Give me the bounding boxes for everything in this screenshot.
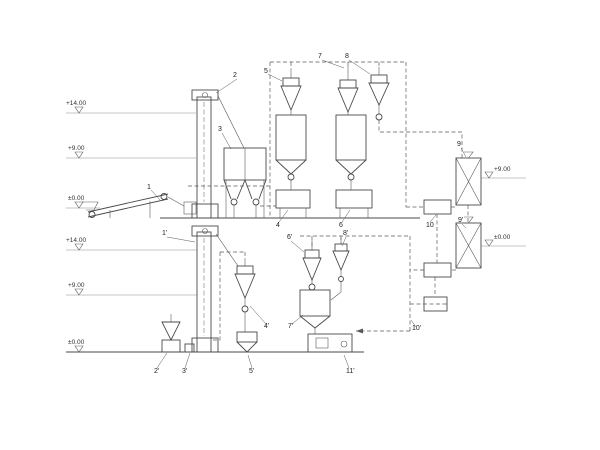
discharge-chute [217, 95, 245, 149]
elevator-inlet-hopper [183, 201, 197, 215]
cyclone [280, 85, 302, 112]
boot-inlet-3p [184, 343, 195, 353]
elevation-label: +9.00 [494, 166, 511, 173]
elevation-marker: +9.00 [68, 145, 85, 159]
label-equipment-5p: 5' [249, 368, 254, 375]
label-equipment-6p: 6' [287, 234, 292, 241]
cyclone [302, 257, 322, 282]
label-equipment-4: 4 [276, 222, 280, 229]
elevation-label: ±0.00 [68, 195, 85, 202]
label-equipment-5: 5 [264, 68, 268, 75]
elevation-label: +9.00 [68, 145, 85, 152]
head-pulley [202, 92, 208, 98]
label-equipment-8: 8 [345, 53, 349, 60]
head-pulley [202, 228, 208, 234]
elevation-label: ±0.00 [68, 339, 85, 346]
elevation-marker: ±0.00 [484, 234, 511, 247]
label-equipment-11p: 11' [346, 368, 355, 375]
mill [335, 189, 373, 209]
rotary-valve [241, 305, 249, 313]
elevation-marker: +9.00 [68, 282, 85, 296]
mill-train-middle [335, 66, 373, 218]
rotary-valve [338, 276, 344, 282]
label-equipment-4p: 4' [264, 323, 269, 330]
cyclone-8p [330, 238, 350, 301]
bin-7p [299, 289, 331, 334]
elevation-label: +9.00 [68, 282, 85, 289]
label-equipment-2p: 2' [154, 368, 159, 375]
label-equipment-7: 7 [318, 53, 322, 60]
elevation-label: +14.00 [66, 100, 86, 107]
inclined-conveyor [82, 193, 197, 218]
label-equipment-10: 10 [426, 222, 434, 229]
discharge-chute [215, 233, 239, 267]
elevator-head [191, 225, 219, 237]
cyclone-4p [234, 258, 256, 332]
elevator-head [191, 89, 219, 101]
rotary-valve [287, 173, 295, 181]
cyclone-6p [302, 240, 322, 291]
rotary-valve [347, 173, 355, 181]
label-equipment-9p: 9' [458, 217, 463, 224]
filter-boxes [423, 199, 452, 312]
label-equipment-6: 6 [339, 222, 343, 229]
hopper [161, 321, 181, 342]
label-equipment-1p: 1' [162, 230, 167, 237]
rotary-valve [252, 198, 260, 206]
aspiration-cyclone [368, 67, 390, 121]
elevation-marker: +14.00 [66, 237, 86, 251]
leader-lines [150, 59, 467, 369]
rotary-valve [375, 113, 383, 121]
hopper-bin [335, 114, 367, 161]
label-equipment-1: 1 [147, 184, 151, 191]
drum-separator-lower [455, 216, 482, 269]
label-equipment-3: 3 [218, 126, 222, 133]
cyclone [332, 250, 350, 272]
bucket-elevator-upper [191, 89, 245, 219]
drum-separator-upper [455, 151, 482, 206]
equipment-labels: 1 2 3 4 5 6 7 8 9 10 1' 2' 3' 4' 5' 6' 7… [147, 53, 463, 375]
elevator-boot [191, 203, 219, 219]
label-equipment-9: 9 [457, 141, 461, 148]
elevation-label: ±0.00 [494, 234, 511, 241]
mill [275, 189, 311, 209]
label-equipment-7p: 7' [288, 323, 293, 330]
cyclone [234, 273, 256, 300]
surge-bin-double-cone [223, 147, 267, 218]
elevation-markers: +14.00 +9.00 ±0.00 +14.00 +9.00 ±0.00 +9… [66, 100, 511, 353]
filter-box-10 [423, 199, 452, 215]
bin-5p [236, 331, 258, 353]
filter-box-mid [423, 262, 452, 278]
elevation-marker: +14.00 [66, 100, 86, 114]
label-equipment-10p: 10' [412, 325, 421, 332]
label-equipment-2: 2 [233, 72, 237, 79]
elevation-marker: ±0.00 [68, 195, 85, 209]
bucket-elevator-lower [191, 225, 239, 353]
rotary-valve [308, 283, 316, 291]
reference-lines [66, 112, 526, 353]
rotary-valve [230, 198, 238, 206]
hopper-bin [275, 114, 307, 161]
packer-11p [307, 333, 353, 353]
elevator-boot [191, 337, 219, 353]
feeder-unit-2p [161, 314, 181, 353]
elevation-marker: +9.00 [484, 166, 511, 179]
label-equipment-8p: 8' [343, 230, 348, 237]
cyclone [337, 87, 359, 114]
cyclone [368, 82, 390, 107]
mill-train-left [275, 70, 311, 218]
elevation-marker: ±0.00 [68, 339, 85, 353]
pneumatic-ducts [188, 61, 469, 341]
elevation-label: +14.00 [66, 237, 86, 244]
label-equipment-3p: 3' [182, 368, 187, 375]
